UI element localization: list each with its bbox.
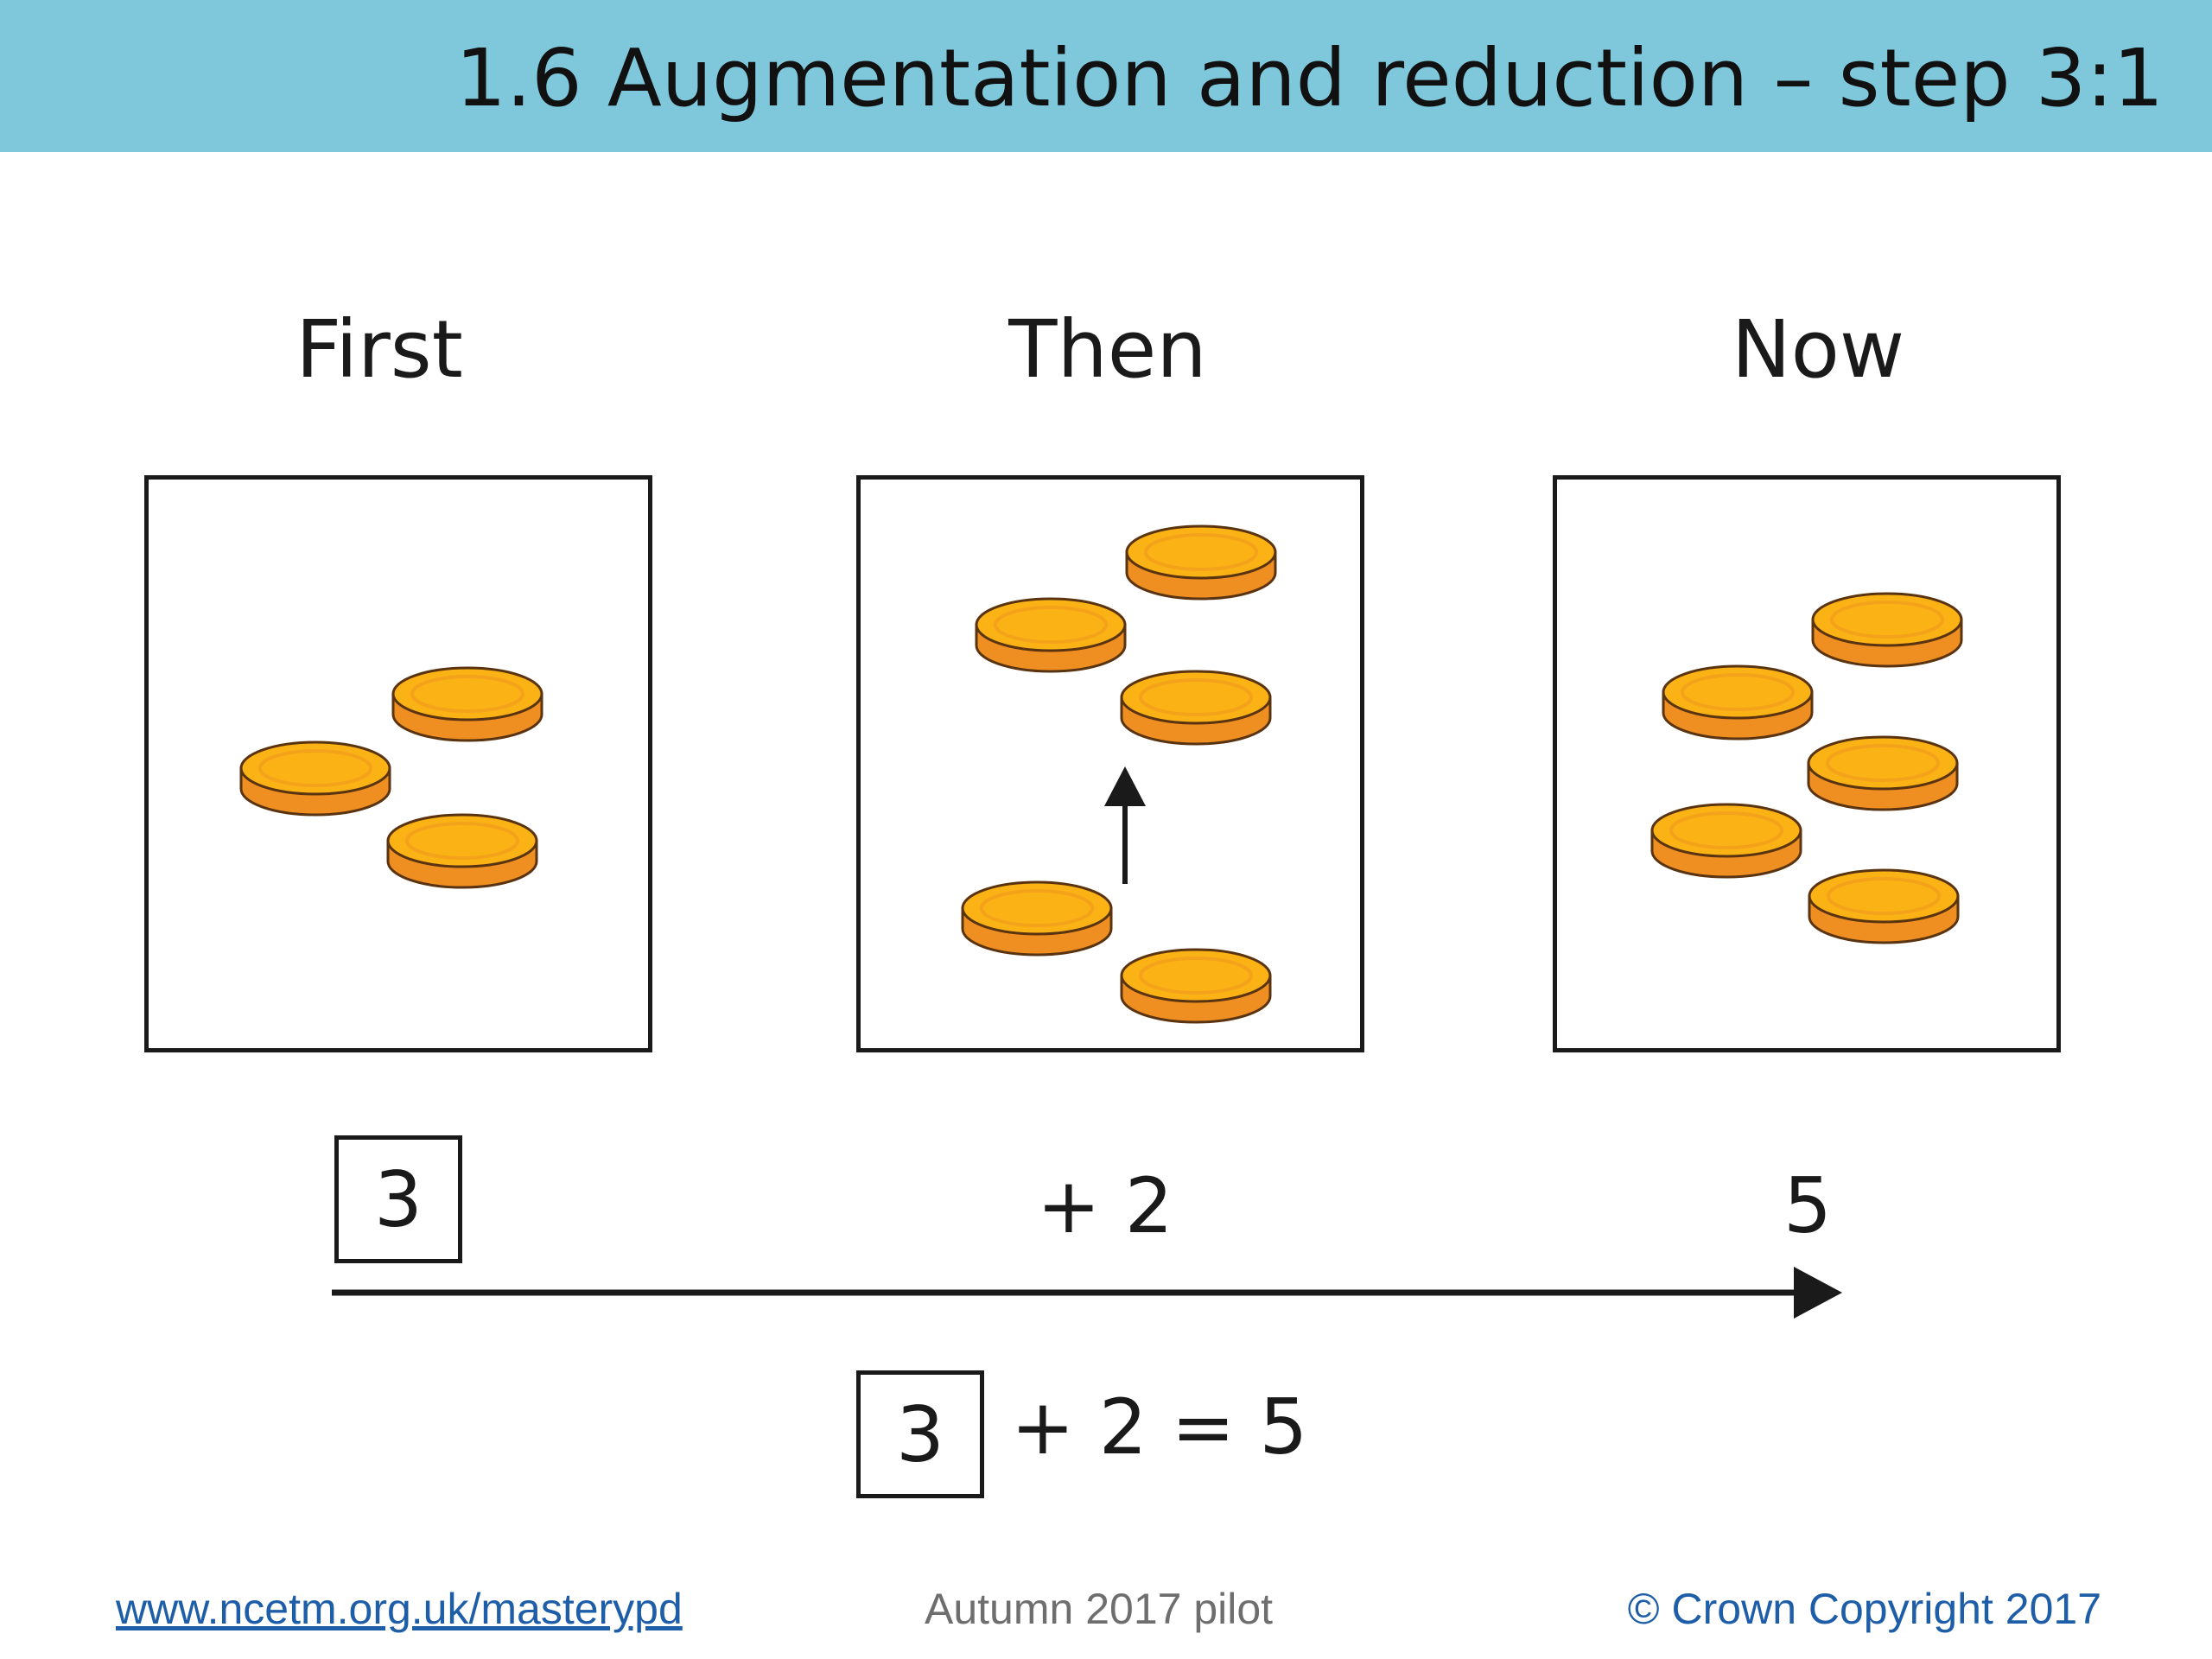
coin-icon (1116, 943, 1275, 1033)
coin-icon (1808, 587, 1967, 677)
label-then: Then (1008, 303, 1207, 396)
coin-icon (1647, 798, 1806, 887)
panel-then (856, 475, 1364, 1052)
label-now: Now (1731, 303, 1905, 396)
coin-icon (1804, 863, 1963, 953)
pilot-label: Autumn 2017 pilot (925, 1585, 1274, 1633)
label-first: First (296, 303, 463, 396)
slide-header: 1.6 Augmentation and reduction – step 3:… (0, 0, 2212, 152)
result-label: 5 (1783, 1161, 1832, 1250)
coin-icon (971, 592, 1130, 682)
coin-icon (1116, 664, 1275, 754)
coin-icon (1658, 659, 1817, 749)
coin-icon (383, 808, 542, 898)
coin-icon (1122, 519, 1281, 609)
arrow-up-icon (1104, 766, 1146, 884)
coin-icon (1803, 730, 1962, 820)
start-number-box: 3 (334, 1135, 462, 1263)
coin-icon (388, 661, 547, 751)
slide-title: 1.6 Augmentation and reduction – step 3:… (455, 32, 2164, 124)
coin-icon (236, 735, 395, 825)
equation-number-box: 3 (856, 1370, 984, 1498)
coin-icon (957, 875, 1116, 965)
equation-text: + 2 = 5 (1011, 1382, 1308, 1471)
panel-first (144, 475, 652, 1052)
copyright-label: © Crown Copyright 2017 (1627, 1585, 2101, 1633)
number-line-arrow-icon (332, 1267, 1842, 1319)
ncetm-link[interactable]: www.ncetm.org.uk/masterypd (116, 1585, 683, 1633)
panel-now (1553, 475, 2061, 1052)
change-label: + 2 (1037, 1161, 1173, 1250)
